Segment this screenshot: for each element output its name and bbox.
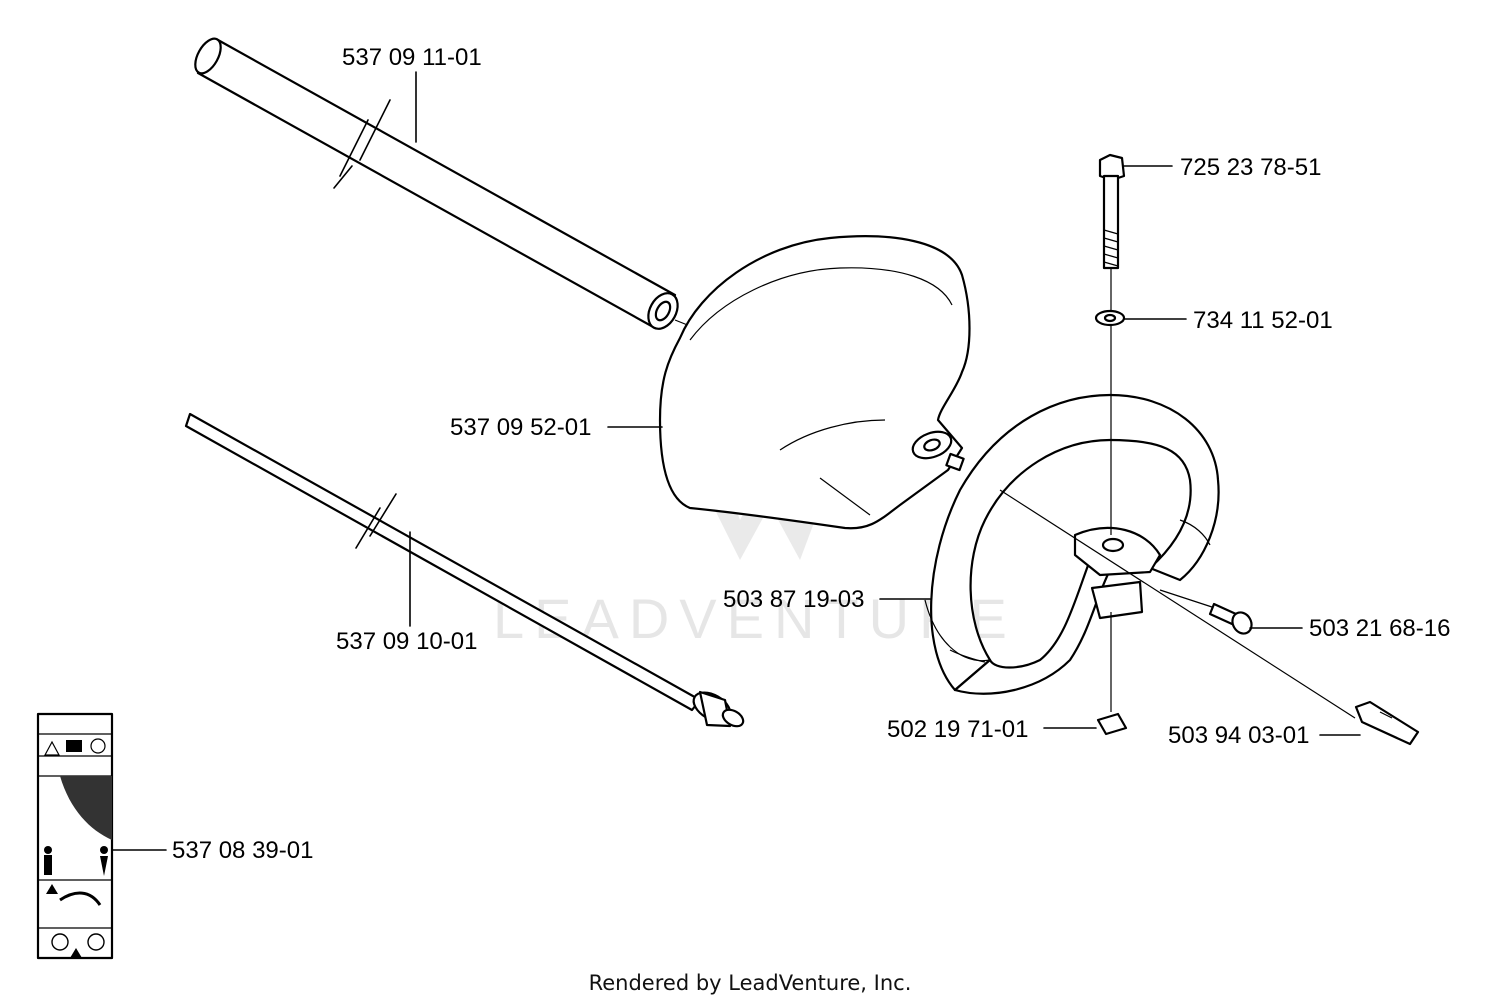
label-725-23-78-51: 725 23 78-51 xyxy=(1180,154,1321,181)
nut xyxy=(1096,612,1128,736)
label-537-08-39-01: 537 08 39-01 xyxy=(172,837,313,864)
decal xyxy=(36,712,114,960)
label-503-21-68-16: 503 21 68-16 xyxy=(1309,615,1450,642)
bolt xyxy=(1098,153,1126,310)
label-503-94-03-01: 503 94 03-01 xyxy=(1168,722,1309,749)
label-537-09-11-01: 537 09 11-01 xyxy=(342,44,482,71)
footer-credit: Rendered by LeadVenture, Inc. xyxy=(589,971,912,995)
label-502-19-71-01: 502 19 71-01 xyxy=(887,716,1028,743)
leader-lines xyxy=(111,71,1361,851)
label-734-11-52-01: 734 11 52-01 xyxy=(1193,307,1333,334)
label-503-87-19-03: 503 87 19-03 xyxy=(723,586,864,613)
screw xyxy=(1159,589,1253,635)
washer xyxy=(1094,309,1126,535)
guard xyxy=(658,235,971,530)
label-537-09-52-01: 537 09 52-01 xyxy=(450,414,591,441)
shaft-tube xyxy=(194,37,691,330)
part-labels: 537 09 11-01 537 09 52-01 537 09 10-01 5… xyxy=(172,44,1450,864)
label-537-09-10-01: 537 09 10-01 xyxy=(336,628,477,655)
drive-shaft xyxy=(184,412,745,728)
clamp xyxy=(999,489,1420,746)
handle xyxy=(924,393,1220,695)
